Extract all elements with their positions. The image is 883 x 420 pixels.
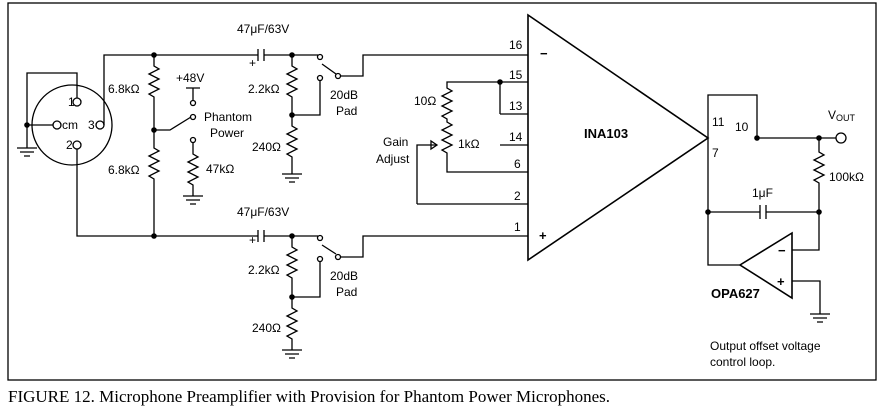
label-10ohm: 10Ω [414,94,436,108]
cap-bottom-plus: + [249,233,256,247]
label-48v: +48V [176,71,204,85]
label-47k: 47kΩ [206,162,234,176]
pin-2: 2 [514,189,521,203]
label-6k8-top: 6.8kΩ [108,82,140,96]
note-line-2: control loop. [710,355,775,369]
pin-11: 11 [712,115,725,129]
capacitor-1u [708,205,819,219]
label-240-top: 240Ω [252,140,281,154]
label-pad-top-2: Pad [336,104,357,118]
vout-label: VOUT [828,108,856,123]
label-2k2-top: 2.2kΩ [248,82,280,96]
pin-7: 7 [712,146,719,160]
resistor-240-top [285,115,299,174]
label-cap-bottom: 47μF/63V [237,205,289,219]
label-gain: Gain [383,135,408,149]
pin-1: 1 [514,220,521,234]
resistor-2k2-bottom [285,236,299,297]
label-adjust: Adjust [376,152,410,166]
figure-caption: FIGURE 12. Microphone Preamplifier with … [8,387,611,406]
pin-14: 14 [509,130,523,144]
resistor-6k8-top [147,55,161,130]
note-line-1: Output offset voltage [710,339,821,353]
label-100k: 100kΩ [829,170,864,184]
capacitor-47u-top [257,49,265,61]
capacitor-47u-bottom [257,230,265,242]
ground-symbol-opa627 [792,280,830,323]
gain-wiper-arrow [430,139,439,151]
xlr-pin1-label: 1 [68,95,75,109]
resistor-gain-network [440,81,500,173]
vout-terminal [835,132,847,144]
pin-16: 16 [509,38,523,52]
ina103-label: INA103 [584,126,628,141]
label-phantom: Phantom [204,110,252,124]
xlr-pin3-label: 3 [88,118,95,132]
phantom-48v-rail [186,87,200,100]
resistor-240-bottom [285,297,299,350]
diagram-border [7,2,877,381]
resistor-2k2-top [285,55,299,115]
pin-13: 13 [509,99,523,113]
pin-15: 15 [509,68,523,82]
opa627-minus: − [778,243,786,258]
label-6k8-bottom: 6.8kΩ [108,163,140,177]
resistor-47k [186,143,200,196]
xlr-pin2-label: 2 [66,138,73,152]
label-1u: 1μF [752,186,773,200]
opa627-label: OPA627 [711,286,760,301]
cap-top-plus: + [249,56,256,70]
ground-symbol-47k [183,195,203,205]
ground-symbol-pad-top [282,173,302,183]
label-cap-top: 47μF/63V [237,22,289,36]
opa627-plus: + [777,274,785,289]
ground-symbol-pad-bottom [282,349,302,359]
pin-10: 10 [735,120,749,134]
label-power: Power [210,126,244,140]
ground-symbol-xlr [17,125,37,157]
ina103-plus: + [539,228,547,243]
xlr-connector: 1 cm 3 2 [31,84,113,166]
label-pad-top-1: 20dB [330,88,358,102]
ina103-triangle [527,13,710,262]
label-1k: 1kΩ [458,137,480,151]
schematic-diagram: 1 cm 3 2 6.8kΩ 6.8kΩ +48V Phantom Power … [7,2,877,381]
opa627-triangle [738,231,793,300]
label-pad-bottom-2: Pad [336,285,357,299]
label-240-bottom: 240Ω [252,321,281,335]
ina103-minus: − [540,46,548,61]
pin-6: 6 [514,157,521,171]
resistor-100k [812,138,826,212]
resistor-6k8-bottom [147,130,161,236]
label-2k2-bottom: 2.2kΩ [248,263,280,277]
xlr-cm-label: cm [62,118,78,132]
schematic-frame: 1 cm 3 2 6.8kΩ 6.8kΩ +48V Phantom Power … [7,2,877,381]
label-pad-bottom-1: 20dB [330,269,358,283]
